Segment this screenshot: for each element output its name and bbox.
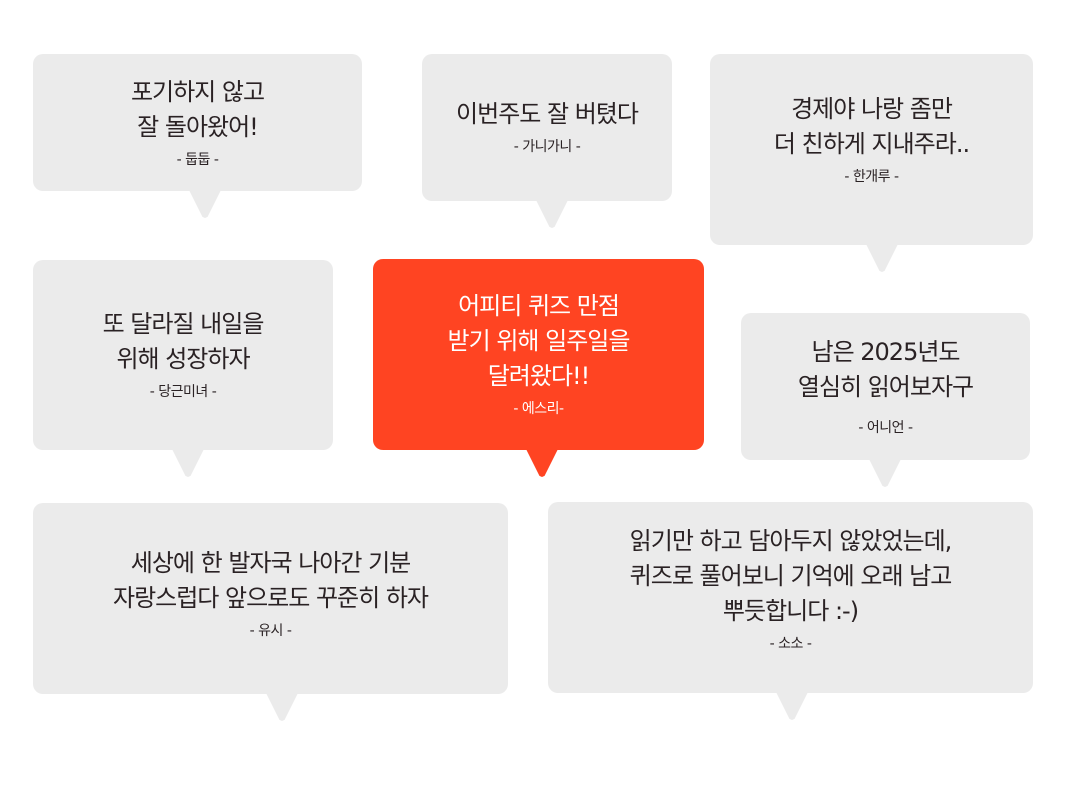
- bubble-message: 또 달라질 내일을 위해 성장하자: [102, 310, 265, 373]
- bubble-tail: [776, 692, 808, 720]
- speech-bubble-highlighted: 어피티 퀴즈 만점 받기 위해 일주일을 달려왔다!! - 에스리-: [373, 259, 704, 450]
- bubble-message: 포기하지 않고 잘 돌아왔어!: [130, 77, 265, 141]
- bubble-message: 읽기만 하고 담아두지 않았었는데, 퀴즈로 풀어보니 기억에 오래 남고 뿌듯…: [629, 527, 953, 625]
- bubble-author: - 한개루 -: [844, 168, 899, 185]
- bubble-message: 경제야 나랑 좀만 더 친하게 지내주라..: [773, 94, 970, 158]
- speech-bubble-7: 세상에 한 발자국 나아간 기분 자랑스럽다 앞으로도 꾸준히 하자 - 유시 …: [33, 503, 508, 694]
- bubble-message: 남은 2025년도 열심히 읽어보자구: [797, 337, 974, 401]
- bubble-author: - 가니가니 -: [513, 139, 581, 155]
- bubble-message: 이번주도 잘 버텼다: [456, 100, 639, 128]
- speech-bubble-1: 포기하지 않고 잘 돌아왔어! - 둡둡 -: [33, 54, 362, 191]
- bubble-tail: [536, 200, 568, 228]
- bubble-author: - 유시 -: [249, 622, 292, 639]
- bubble-author: - 어니언 -: [858, 419, 913, 436]
- speech-bubble-3: 경제야 나랑 좀만 더 친하게 지내주라.. - 한개루 -: [710, 54, 1033, 245]
- speech-bubble-8: 읽기만 하고 담아두지 않았었는데, 퀴즈로 풀어보니 기억에 오래 남고 뿌듯…: [548, 502, 1033, 693]
- bubble-tail: [869, 459, 901, 487]
- bubble-tail: [266, 693, 298, 721]
- bubble-author: - 둡둡 -: [176, 151, 219, 168]
- bubble-message: 세상에 한 발자국 나아간 기분 자랑스럽다 앞으로도 꾸준히 하자: [112, 548, 429, 612]
- bubble-tail: [172, 449, 204, 477]
- speech-bubble-6: 남은 2025년도 열심히 읽어보자구 - 어니언 -: [741, 313, 1030, 460]
- bubble-author: - 에스리-: [513, 401, 564, 417]
- speech-bubble-2: 이번주도 잘 버텼다 - 가니가니 -: [422, 54, 672, 201]
- bubble-author: - 당근미녀 -: [149, 384, 217, 400]
- speech-bubble-4: 또 달라질 내일을 위해 성장하자 - 당근미녀 -: [33, 260, 333, 450]
- bubble-message: 어피티 퀴즈 만점 받기 위해 일주일을 달려왔다!!: [447, 292, 631, 390]
- bubble-tail: [866, 244, 898, 272]
- bubble-tail: [526, 449, 558, 477]
- bubble-author: - 소소 -: [769, 636, 812, 652]
- bubble-tail: [189, 190, 221, 218]
